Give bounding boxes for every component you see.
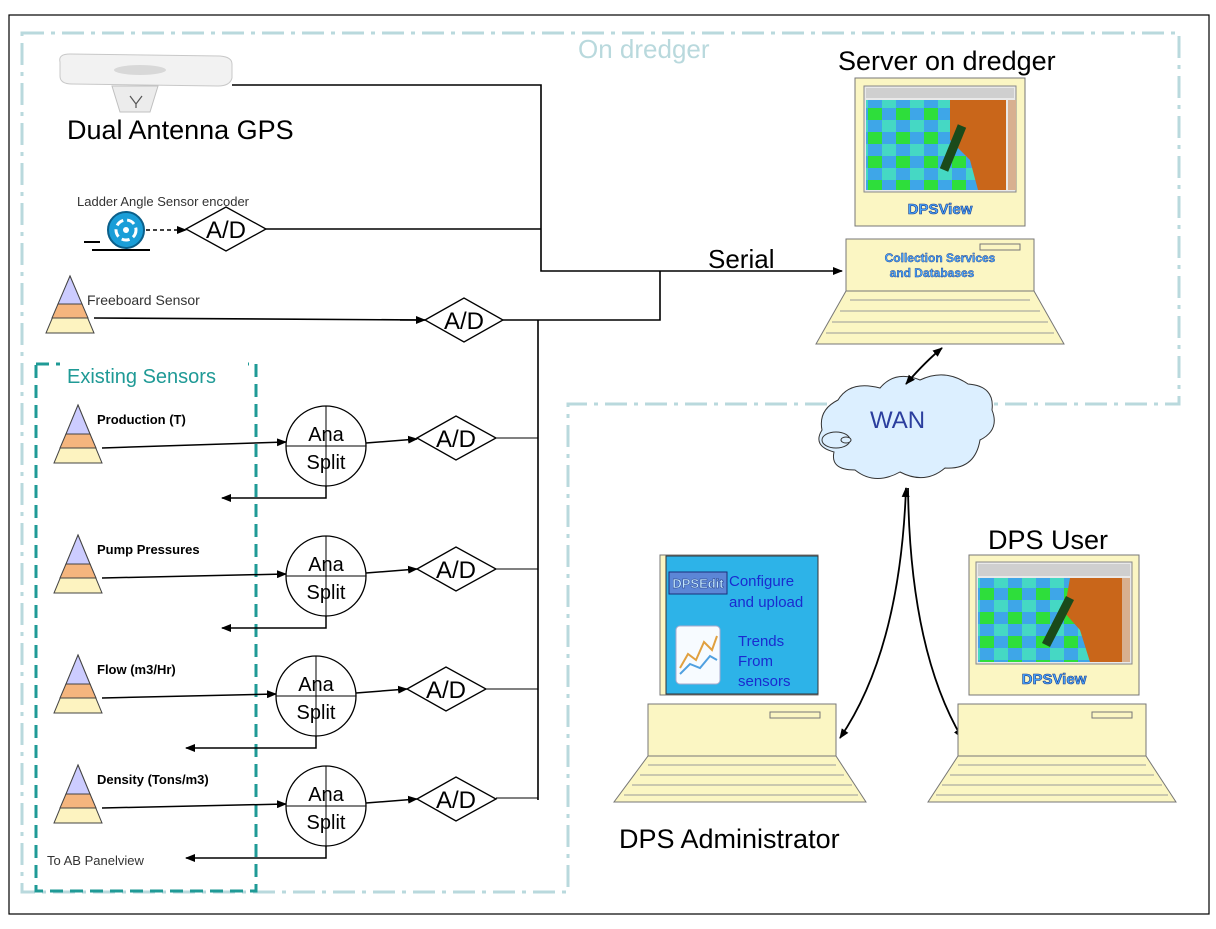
admin-trends-line1: Trends <box>738 633 784 650</box>
svg-text:A/D: A/D <box>436 787 476 814</box>
svg-text:A/D: A/D <box>206 217 246 244</box>
wan-user-link <box>907 487 963 739</box>
freeboard-ad-converter: A/D <box>423 297 505 343</box>
to-panelview-label: To AB Panelview <box>47 853 144 868</box>
wan-label: WAN <box>870 407 925 434</box>
server-base-text-2: and Databases <box>890 266 975 280</box>
encoder-ad-converter: A/D <box>184 206 268 252</box>
pump-ana-split: Ana Split <box>285 535 367 617</box>
svg-text:Ana: Ana <box>298 674 334 696</box>
user-computer-icon: DPSView <box>927 554 1177 803</box>
flow-ana-split: Ana Split <box>275 655 357 737</box>
existing-sensors-label: Existing Sensors <box>67 366 216 388</box>
svg-text:Split: Split <box>307 812 346 834</box>
pump-sensor-icon <box>53 533 103 594</box>
admin-configure-line1: Configure <box>729 573 794 590</box>
encoder-icon <box>84 211 150 251</box>
production-sensor-icon <box>53 403 103 464</box>
svg-text:Ana: Ana <box>308 784 344 806</box>
pump-pressures-sensor-row: Pump Pressures Ana Split A/D <box>53 533 498 632</box>
svg-text:Ana: Ana <box>308 554 344 576</box>
freeboard-sensor-icon <box>45 274 95 334</box>
density-sensor-row: Density (Tons/m3) Ana Split A/D <box>53 763 498 862</box>
server-wan-link <box>905 347 943 385</box>
on-dredger-region <box>20 31 1181 894</box>
admin-trends-line3: sensors <box>738 673 791 690</box>
flow-sensor-icon <box>53 653 103 714</box>
svg-text:A/D: A/D <box>436 557 476 584</box>
svg-text:A/D: A/D <box>444 308 484 335</box>
density-ana-split: Ana Split <box>285 765 367 847</box>
pump-pressures-label: Pump Pressures <box>97 542 200 557</box>
gps-antenna-icon <box>59 53 233 113</box>
admin-screen-logo: DPSEdit <box>672 576 724 591</box>
svg-text:Split: Split <box>307 452 346 474</box>
server-title: Server on dredger <box>838 46 1056 76</box>
on-dredger-label: On dredger <box>578 34 710 64</box>
flow-label: Flow (m3/Hr) <box>97 662 176 677</box>
server-computer-icon: DPSView Collection Services and Database… <box>815 77 1065 345</box>
wiring <box>93 84 661 800</box>
server-base-text-1: Collection Services <box>885 251 996 265</box>
svg-text:A/D: A/D <box>426 677 466 704</box>
admin-title: DPS Administrator <box>619 824 840 854</box>
svg-text:Split: Split <box>297 702 336 724</box>
admin-trends-line2: From <box>738 653 773 670</box>
production-sensor-row: Production (T) Ana Split A/D <box>53 403 498 502</box>
user-screen-logo: DPSView <box>1022 671 1087 688</box>
gps-label: Dual Antenna GPS <box>67 115 294 145</box>
outer-frame <box>8 14 1210 915</box>
svg-text:Ana: Ana <box>308 424 344 446</box>
production-ana-split: Ana Split <box>285 405 367 487</box>
density-sensor-icon <box>53 763 103 824</box>
admin-computer-icon: DPSEdit Configure and upload Trends From… <box>613 554 867 803</box>
density-label: Density (Tons/m3) <box>97 772 209 787</box>
production-label: Production (T) <box>97 412 186 427</box>
ladder-angle-label: Ladder Angle Sensor encoder <box>77 194 250 209</box>
user-title: DPS User <box>988 525 1108 555</box>
wan-admin-link <box>839 487 910 739</box>
serial-label: Serial <box>708 244 774 274</box>
flow-sensor-row: Flow (m3/Hr) Ana Split A/D <box>53 653 488 752</box>
server-screen-logo: DPSView <box>908 201 973 218</box>
svg-text:Split: Split <box>307 582 346 604</box>
svg-text:A/D: A/D <box>436 426 476 453</box>
freeboard-label: Freeboard Sensor <box>87 292 200 308</box>
admin-configure-line2: and upload <box>729 594 803 611</box>
